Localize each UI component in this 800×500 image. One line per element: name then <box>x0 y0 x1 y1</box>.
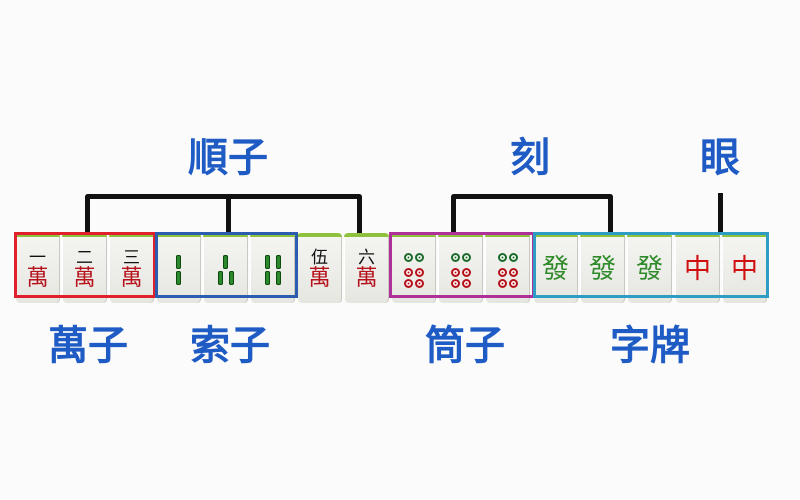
circle-dot-icon <box>461 252 471 262</box>
circle-dot-icon <box>403 278 413 288</box>
triplet-label: 刻 <box>510 135 550 181</box>
honors-group-box <box>533 232 769 298</box>
tile-honor-char: 中 <box>684 254 711 285</box>
sequence-label: 順子 <box>188 135 268 181</box>
tile-suit: 萬 <box>120 266 143 291</box>
tile-honor: 發 <box>627 233 672 303</box>
circles-group-box <box>389 232 535 298</box>
tile-characters: 一萬 <box>15 233 60 303</box>
tile-honor-char: 發 <box>542 254 569 285</box>
tile-suit: 萬 <box>73 266 96 291</box>
tile-suit: 萬 <box>26 266 49 291</box>
bamboo-stick-icon <box>176 271 181 285</box>
circle-dot-icon <box>403 252 413 262</box>
triplet-bracket <box>451 194 613 239</box>
sequence-bracket-middle <box>226 196 231 234</box>
bamboo-stick-icon <box>217 271 223 285</box>
bamboo-stick-icon <box>228 271 234 285</box>
circle-dot-icon <box>450 278 460 288</box>
bamboo-group-box <box>155 232 298 298</box>
honors-label: 字牌 <box>610 323 690 369</box>
tile-number: 六 <box>358 248 375 268</box>
tile-honor: 中 <box>722 233 767 303</box>
circle-dot-icon <box>414 278 424 288</box>
circle-dot-icon <box>403 267 413 277</box>
tile-number: 三 <box>123 248 140 268</box>
pair-label: 眼 <box>700 135 740 181</box>
bamboo-stick-icon <box>275 255 281 269</box>
bamboo-stick-icon <box>176 255 181 269</box>
characters-label: 萬子 <box>48 323 128 369</box>
circle-dot-icon <box>461 267 471 277</box>
tile-number: 伍 <box>311 248 328 268</box>
sequence-bracket <box>85 194 362 239</box>
tile-honor-char: 發 <box>589 254 616 285</box>
tile-number: 一 <box>29 248 46 268</box>
tile-circles <box>438 233 483 303</box>
circle-dot-icon <box>497 252 507 262</box>
circle-dot-icon <box>508 278 518 288</box>
circle-dot-icon <box>461 278 471 288</box>
tile-honor-char: 發 <box>636 254 663 285</box>
circles-label: 筒子 <box>425 323 505 369</box>
circle-dot-icon <box>450 252 460 262</box>
pair-line <box>718 193 723 235</box>
tile-characters: 伍萬 <box>297 233 342 303</box>
circle-dot-icon <box>508 267 518 277</box>
bamboo-stick-icon <box>264 271 270 285</box>
circle-dot-icon <box>497 278 507 288</box>
bamboo-stick-icon <box>223 255 228 269</box>
circle-dot-icon <box>497 267 507 277</box>
bamboo-stick-icon <box>264 255 270 269</box>
tile-honor: 中 <box>675 233 720 303</box>
circle-dot-icon <box>414 252 424 262</box>
tile-bamboo <box>250 233 295 303</box>
tile-bamboo <box>156 233 201 303</box>
characters-group-box <box>14 232 156 298</box>
tile-circles <box>485 233 530 303</box>
tile-characters: 二萬 <box>62 233 107 303</box>
tile-bamboo <box>203 233 248 303</box>
bamboo-label: 索子 <box>190 323 270 369</box>
tile-suit: 萬 <box>308 266 331 291</box>
tile-number: 二 <box>76 248 93 268</box>
tile-characters: 六萬 <box>344 233 389 303</box>
tile-characters: 三萬 <box>109 233 154 303</box>
bamboo-stick-icon <box>275 271 281 285</box>
circle-dot-icon <box>414 267 424 277</box>
tile-suit: 萬 <box>355 266 378 291</box>
tile-honor-char: 中 <box>731 254 758 285</box>
tile-honor: 發 <box>533 233 578 303</box>
circle-dot-icon <box>450 267 460 277</box>
circle-dot-icon <box>508 252 518 262</box>
tile-circles <box>391 233 436 303</box>
tile-honor: 發 <box>580 233 625 303</box>
